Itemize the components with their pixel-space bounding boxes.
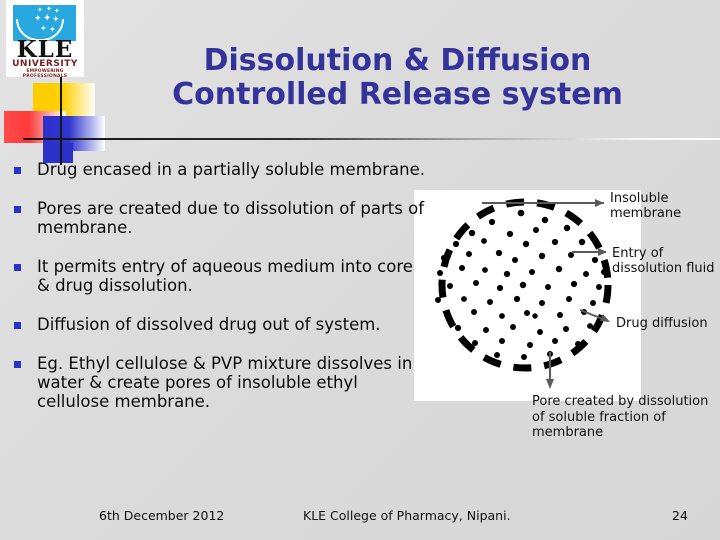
page-title-line-2: Controlled Release system — [172, 77, 623, 112]
logo-crest-icon: ✦ ✦ ✦ ✦ ✦ ✦ ✦ ✦ — [13, 5, 76, 41]
footer-date: 6th December 2012 — [99, 508, 225, 523]
square-bullet-icon — [14, 322, 21, 329]
logo-wordmark: KLE — [16, 36, 74, 63]
list-item-text: Drug encased in a partially soluble memb… — [37, 160, 425, 179]
logo-subtitle: UNIVERSITY — [12, 59, 78, 69]
page-title-line-1: Dissolution & Diffusion — [203, 43, 592, 78]
list-item: Pores are created due to dissolution of … — [14, 199, 426, 237]
list-item: Eg. Ethyl cellulose & PVP mixture dissol… — [14, 354, 426, 411]
square-bullet-icon — [14, 206, 21, 213]
list-item: Drug encased in a partially soluble memb… — [14, 160, 426, 179]
page-title: Dissolution & Diffusion Controlled Relea… — [110, 44, 685, 112]
list-item-text: It permits entry of aqueous medium into … — [37, 257, 413, 295]
membrane-diagram: Insoluble membrane Entry of dissolution … — [414, 186, 720, 476]
list-item-text: Diffusion of dissolved drug out of syste… — [37, 315, 381, 334]
slide-number: 24 — [672, 508, 688, 523]
diagram-label-entry-of-dissolution-fluid: Entry of dissolution fluid — [612, 246, 715, 276]
logo-tagline: EMPOWERING PROFESSIONALS — [22, 69, 68, 79]
footer-organization: KLE College of Pharmacy, Nipani. — [303, 508, 511, 523]
slide-footer: 6th December 2012 KLE College of Pharmac… — [0, 508, 720, 528]
square-bullet-icon — [14, 167, 21, 174]
kle-university-logo: ✦ ✦ ✦ ✦ ✦ ✦ ✦ ✦ KLE UNIVERSITY EMPOWERIN… — [6, 0, 84, 79]
bullet-list: Drug encased in a partially soluble memb… — [14, 160, 426, 431]
decor-vertical-rule — [60, 77, 62, 165]
list-item: Diffusion of dissolved drug out of syste… — [14, 315, 426, 334]
square-bullet-icon — [14, 264, 21, 271]
membrane-diagram-graphic — [435, 198, 612, 389]
square-bullet-icon — [14, 361, 21, 368]
diagram-label-insoluble-membrane: Insoluble membrane — [610, 191, 682, 221]
diagram-label-drug-diffusion: Drug diffusion — [616, 316, 708, 331]
decor-block-blue-small — [43, 143, 73, 163]
title-underline-rule — [23, 138, 720, 140]
list-item: It permits entry of aqueous medium into … — [14, 257, 426, 295]
diagram-caption-pore-created: Pore created by dissolution of soluble f… — [532, 394, 709, 440]
list-item-text: Eg. Ethyl cellulose & PVP mixture dissol… — [37, 354, 413, 411]
list-item-text: Pores are created due to dissolution of … — [37, 199, 425, 237]
